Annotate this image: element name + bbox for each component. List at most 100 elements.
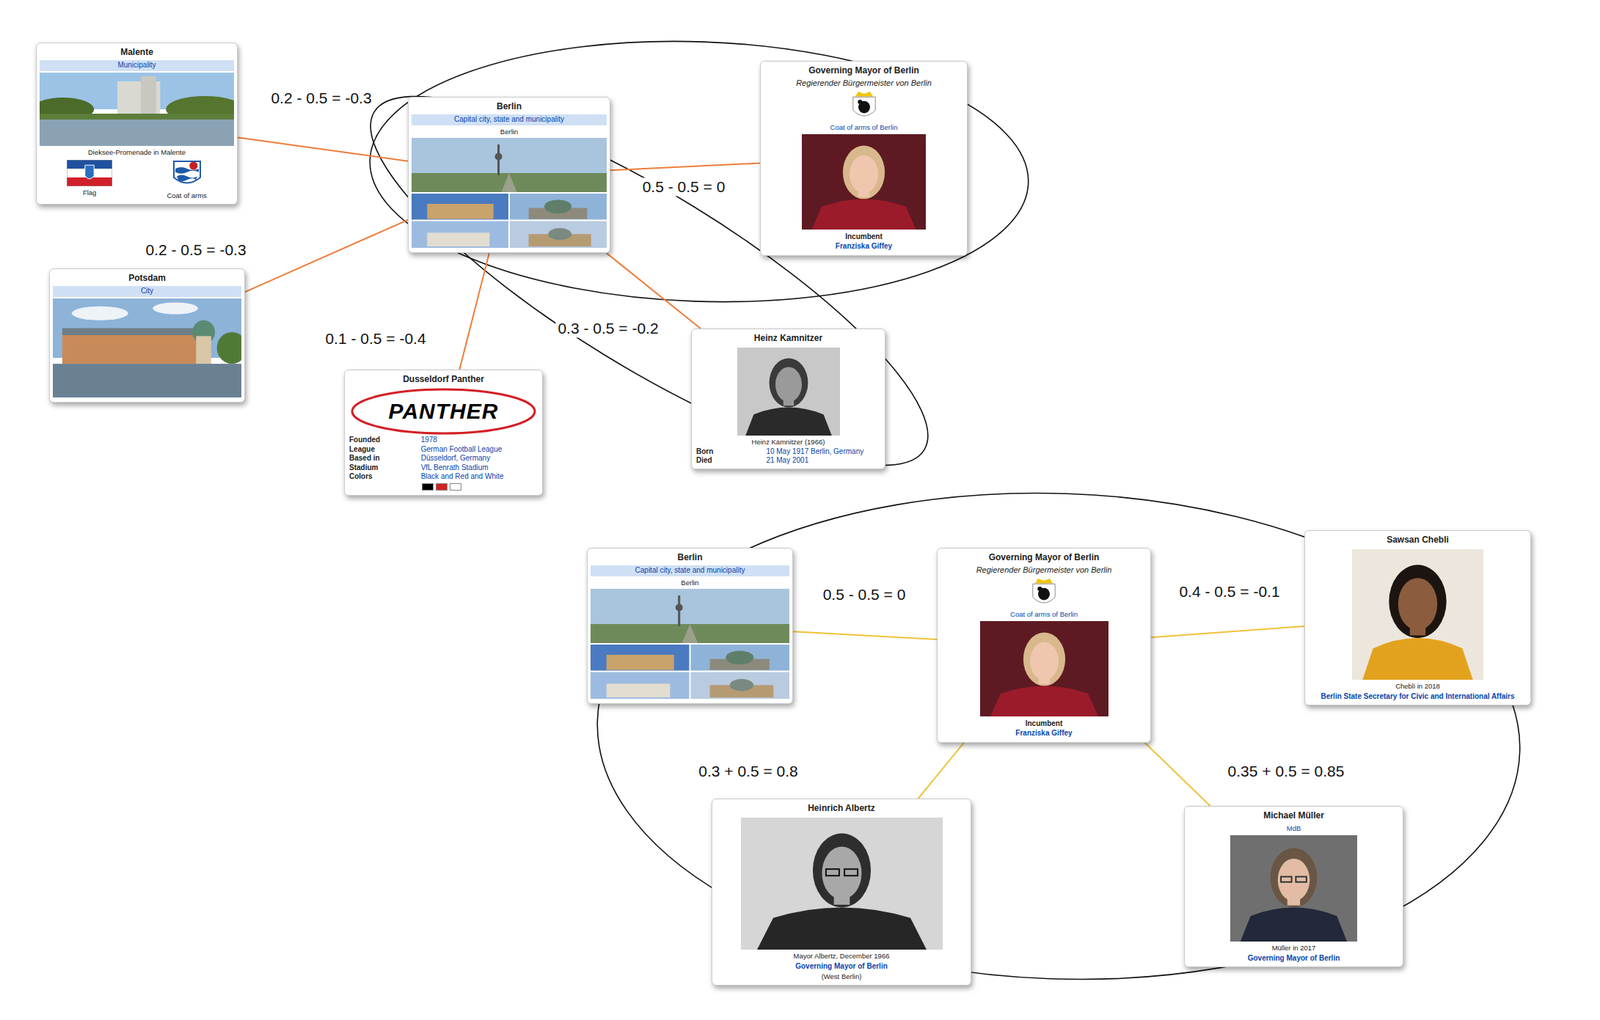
chebli-picture xyxy=(1352,549,1484,681)
card-subtitle: Capital city, state and municipality xyxy=(411,114,607,126)
similarity-edge xyxy=(610,163,761,171)
cluster-ellipse xyxy=(328,38,970,524)
field-row: LeagueGerman Football League xyxy=(347,445,540,455)
picture-shape xyxy=(1037,586,1042,592)
picture-shape xyxy=(725,651,754,666)
picture-shape xyxy=(590,624,790,644)
card-subtitle: Regierender Bürgermeister von Berlin xyxy=(763,78,964,89)
similarity-edge xyxy=(459,253,489,370)
similarity-edge xyxy=(1151,626,1305,638)
edge-score: 0.1 - 0.5 = -0.4 xyxy=(322,329,428,348)
edge-score: 0.3 + 0.5 = 0.8 xyxy=(696,762,800,781)
picture-shape xyxy=(39,119,235,146)
edge-score: 0.5 - 0.5 = 0 xyxy=(640,177,728,196)
picture-shape xyxy=(590,672,690,700)
logo-text: PANTHER xyxy=(347,387,540,436)
similarity-edge xyxy=(245,220,408,292)
picture-shape xyxy=(691,672,791,700)
picture-shape xyxy=(812,834,871,909)
field-label: Founded xyxy=(349,435,422,446)
similarity-edge xyxy=(237,137,408,162)
field-value: Düsseldorf, Germany xyxy=(421,454,538,464)
picture-shape xyxy=(189,162,198,171)
picture-shape xyxy=(801,134,926,230)
albertz-picture xyxy=(740,817,943,951)
card-title: Governing Mayor of Berlin xyxy=(940,551,1148,566)
field-row: Died21 May 2001 xyxy=(694,456,882,466)
bear-picture xyxy=(849,90,879,122)
team-color xyxy=(421,483,434,491)
picture-shape xyxy=(62,333,199,364)
picture-shape xyxy=(1280,876,1292,882)
image-caption: MdB xyxy=(1187,823,1400,835)
picture-shape xyxy=(729,679,755,692)
picture-shape xyxy=(426,233,490,248)
picture-cell: Coat of arms xyxy=(166,158,207,202)
infobox-card: Heinz KamnitzerHeinz Kamnitzer (1966)Bor… xyxy=(691,328,886,470)
picture-shape xyxy=(1230,835,1358,942)
similarity-edge xyxy=(606,253,701,329)
picture-shape xyxy=(411,193,509,221)
edge-score: 0.2 - 0.5 = -0.3 xyxy=(268,88,374,108)
infobox-card: MalenteMunicipalityDieksee-Promenade in … xyxy=(35,42,238,205)
picture-shape xyxy=(426,203,493,220)
link-text: Franziska Giffey xyxy=(940,728,1148,740)
edge-score: 0.5 - 0.5 = 0 xyxy=(820,585,909,604)
picture-shape xyxy=(740,817,943,951)
edge-score: 0.3 - 0.5 = -0.2 xyxy=(555,319,661,338)
picture-shape xyxy=(1352,549,1484,681)
picture-shape xyxy=(140,76,157,116)
image-caption: (West Berlin) xyxy=(715,972,968,983)
link-text: Franziska Giffey xyxy=(763,241,964,253)
picture-shape xyxy=(1295,876,1307,882)
infobox-card: Governing Mayor of BerlinRegierender Bür… xyxy=(760,60,968,257)
cluster-ellipse xyxy=(365,30,1033,313)
picture-shape xyxy=(1270,848,1318,908)
picture-shape xyxy=(66,159,113,187)
image-caption: Berlin xyxy=(590,578,790,589)
field-value: Black and Red and White xyxy=(421,472,538,482)
field-value: 10 May 1917 Berlin, Germany xyxy=(765,447,881,458)
infobox-card: Governing Mayor of BerlinRegierender Bür… xyxy=(936,548,1152,744)
picture-shape xyxy=(737,347,840,436)
lake-picture xyxy=(39,72,235,146)
picture-shape xyxy=(1022,632,1065,686)
image-caption: Heinz Kamnitzer (1966) xyxy=(694,437,882,448)
field-value: VfL Benrath Stadium xyxy=(421,463,538,474)
picture-shape xyxy=(855,91,873,97)
collage-picture xyxy=(411,137,607,248)
picture-shape xyxy=(411,137,607,193)
image-caption: Müller in 2017 xyxy=(1187,943,1400,954)
field-row: StadiumVfL Benrath Stadium xyxy=(347,463,540,474)
link-text: Governing Mayor of Berlin xyxy=(1187,953,1400,965)
card-title: Malente xyxy=(39,46,235,61)
similarity-edge xyxy=(793,631,937,640)
picture-shape xyxy=(675,604,683,612)
giffey-picture xyxy=(801,134,926,230)
infobox-card: BerlinCapital city, state and municipali… xyxy=(407,96,611,254)
picture-shape xyxy=(1029,641,1059,681)
image-caption: Coat of arms xyxy=(166,190,207,202)
picture-shape xyxy=(682,624,699,644)
picture-shape xyxy=(852,96,875,116)
picture-shape xyxy=(1240,907,1347,942)
picture-shape xyxy=(757,907,927,951)
picture-shape xyxy=(501,173,517,193)
color-swatches xyxy=(420,481,540,493)
picture-shape xyxy=(590,589,790,644)
picture-shape xyxy=(812,198,917,230)
card-subtitle: Capital city, state and municipality xyxy=(590,565,790,577)
field-heading: Incumbent xyxy=(940,718,1148,730)
picture-shape xyxy=(495,153,503,161)
picture-shape xyxy=(217,331,242,364)
card-subtitle: Regierender Bürgermeister von Berlin xyxy=(940,565,1148,576)
edge-score: 0.2 - 0.5 = -0.3 xyxy=(143,240,248,259)
card-title: Berlin xyxy=(590,551,790,566)
picture-shape xyxy=(1362,638,1473,681)
picture-shape xyxy=(990,685,1099,717)
image-caption: Dieksee-Promenade in Malente xyxy=(39,147,235,158)
picture-shape xyxy=(606,655,675,671)
link-text: Governing Mayor of Berlin xyxy=(715,961,968,973)
picture-shape xyxy=(71,305,129,320)
